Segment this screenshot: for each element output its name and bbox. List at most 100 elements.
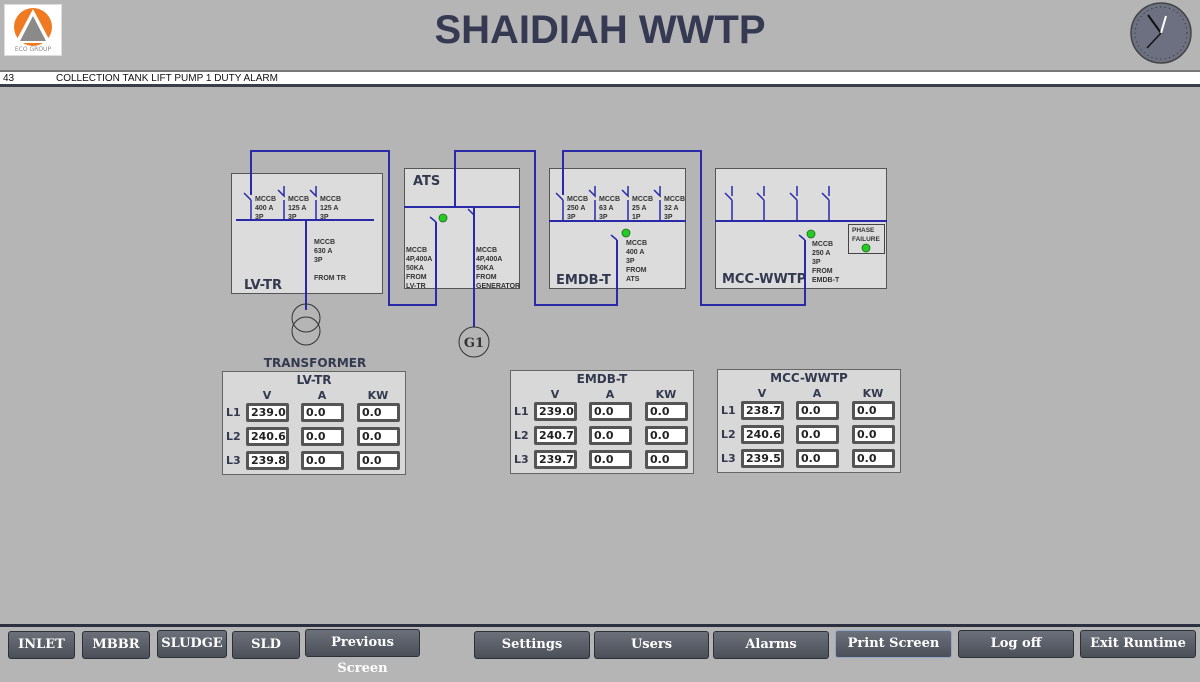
current-value: 0.0 — [301, 451, 344, 470]
print-screen-button[interactable]: Print Screen — [835, 630, 952, 658]
eco-group-logo: ECO GROUP — [4, 4, 62, 56]
column-header: A — [605, 388, 615, 401]
voltage-value: 239.0 — [246, 403, 289, 422]
power-value: 0.0 — [357, 403, 400, 422]
meter-title: LV-TR — [296, 373, 332, 387]
settings-button[interactable]: Settings — [474, 631, 590, 659]
transformer-label: TRANSFORMER — [264, 356, 366, 370]
column-header: V — [757, 387, 767, 400]
current-value: 0.0 — [301, 427, 344, 446]
inlet-button[interactable]: INLET — [8, 631, 75, 659]
row-label: L1 — [514, 405, 529, 418]
current-value: 0.0 — [589, 450, 632, 469]
voltage-value: 239.5 — [741, 449, 784, 468]
row-label: L1 — [226, 406, 241, 419]
row-label: L3 — [721, 452, 736, 465]
current-value: 0.0 — [796, 425, 839, 444]
generator-icon — [458, 326, 490, 358]
row-label: L2 — [226, 430, 241, 443]
column-header: A — [317, 389, 327, 402]
row-label: L2 — [514, 429, 529, 442]
voltage-value: 240.6 — [741, 425, 784, 444]
power-value: 0.0 — [645, 426, 688, 445]
feeder-lvtr-to-ats — [250, 150, 437, 306]
meter-title: MCC-WWTP — [770, 371, 848, 385]
power-value: 0.0 — [852, 401, 895, 420]
divider — [0, 624, 1200, 627]
lv-tr-label: LV-TR — [244, 278, 282, 293]
voltage-value: 239.0 — [534, 402, 577, 421]
power-value: 0.0 — [357, 427, 400, 446]
log-off-button[interactable]: Log off — [958, 630, 1074, 658]
row-label: L1 — [721, 404, 736, 417]
logo-text: ECO GROUP — [14, 46, 52, 53]
current-value: 0.0 — [589, 402, 632, 421]
voltage-value: 240.7 — [534, 426, 577, 445]
column-header: A — [812, 387, 822, 400]
ats-panel: ATS — [404, 168, 520, 289]
voltage-value: 240.6 — [246, 427, 289, 446]
ats-status-led — [438, 213, 448, 223]
alarm-text: COLLECTION TANK LIFT PUMP 1 DUTY ALARM — [56, 73, 278, 84]
column-header: KW — [367, 389, 389, 402]
meter-title: EMDB-T — [576, 372, 628, 386]
column-header: V — [262, 389, 272, 402]
voltage-value: 239.7 — [534, 450, 577, 469]
clock-icon — [1130, 2, 1192, 64]
voltage-value: 238.7 — [741, 401, 784, 420]
alarm-banner[interactable]: 43 COLLECTION TANK LIFT PUMP 1 DUTY ALAR… — [0, 70, 1200, 87]
voltage-value: 239.8 — [246, 451, 289, 470]
power-value: 0.0 — [357, 451, 400, 470]
mbbr-button[interactable]: MBBR — [82, 631, 150, 659]
sld-button[interactable]: SLD — [232, 631, 300, 659]
single-line-diagram: G1 TRANSFORMER — [236, 150, 887, 370]
exit-runtime-button[interactable]: Exit Runtime — [1080, 630, 1196, 658]
current-value: 0.0 — [796, 449, 839, 468]
current-value: 0.0 — [796, 401, 839, 420]
transformer-icon — [291, 303, 321, 333]
phase-failure-led — [861, 243, 871, 253]
emdb-t-label: EMDB-T — [556, 273, 611, 288]
previous-screen-button[interactable]: Previous Screen — [305, 629, 420, 676]
power-value: 0.0 — [852, 425, 895, 444]
power-value: 0.0 — [852, 449, 895, 468]
sludge-button[interactable]: SLUDGE — [157, 630, 227, 658]
power-value: 0.0 — [645, 450, 688, 469]
row-label: L2 — [721, 428, 736, 441]
page-title: SHAIDIAH WWTP — [434, 8, 766, 52]
column-header: V — [550, 388, 560, 401]
ats-label: ATS — [413, 174, 441, 189]
column-header: KW — [862, 387, 884, 400]
emdb-status-led — [621, 228, 631, 238]
mcc-status-led — [806, 229, 816, 239]
alarm-id: 43 — [3, 73, 15, 84]
generator-label: G1 — [464, 336, 484, 351]
power-value: 0.0 — [645, 402, 688, 421]
logo-icon — [14, 8, 52, 46]
alarms-button[interactable]: Alarms — [713, 631, 829, 659]
users-button[interactable]: Users — [594, 631, 709, 659]
column-header: KW — [655, 388, 677, 401]
row-label: L3 — [226, 454, 241, 467]
feeder-emdb-to-mcc — [562, 150, 806, 306]
current-value: 0.0 — [589, 426, 632, 445]
feeder-ats-to-emdb — [454, 150, 618, 306]
